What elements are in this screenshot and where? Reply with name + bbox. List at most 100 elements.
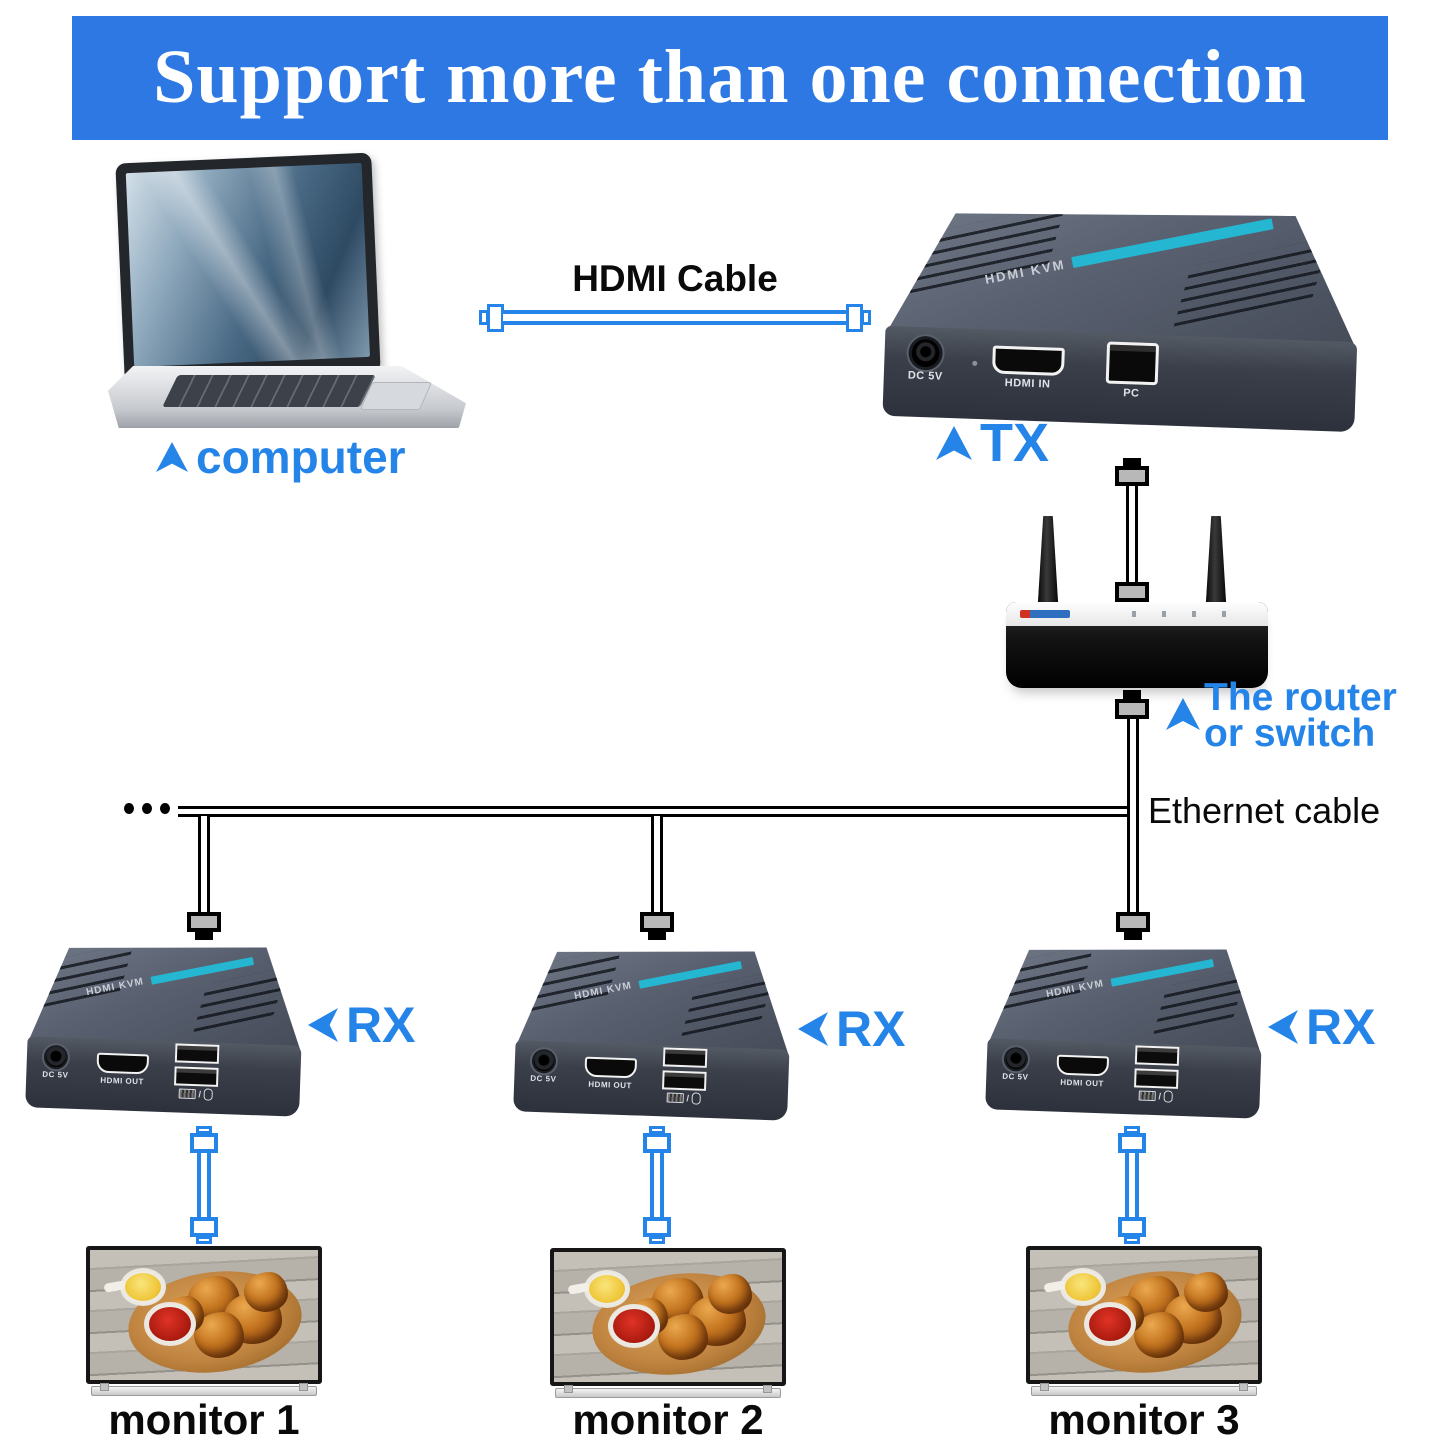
monitor-stand bbox=[90, 1383, 318, 1396]
tx-device: HDMI KVM DC 5V HDMI IN PC bbox=[882, 202, 1361, 433]
rx-label-3: RX bbox=[1268, 998, 1375, 1056]
tx-usb-pc-port: PC bbox=[1105, 341, 1160, 401]
computer-laptop bbox=[108, 152, 470, 432]
hdmi-plug bbox=[1118, 1217, 1146, 1237]
rx-device-top: HDMI KVM bbox=[27, 939, 304, 1053]
monitor-1 bbox=[86, 1246, 322, 1396]
monitor-screen bbox=[86, 1246, 322, 1384]
monitor-2-label: monitor 2 bbox=[572, 1396, 764, 1443]
left-arrow-icon bbox=[308, 1008, 338, 1042]
up-arrow-icon bbox=[156, 442, 188, 472]
tx-power-label: DC 5V bbox=[907, 369, 943, 383]
usb-dual-port-icon bbox=[661, 1047, 708, 1092]
router-label: The router or switch bbox=[1204, 676, 1397, 753]
rx-hdmi-label: HDMI OUT bbox=[588, 1080, 633, 1091]
led-indicator bbox=[972, 360, 978, 367]
hdmi-plug-tab bbox=[196, 1126, 212, 1134]
rx-usb-ports: / bbox=[1133, 1045, 1180, 1104]
router-front-strip bbox=[1006, 602, 1268, 626]
hdmi-plug bbox=[643, 1133, 671, 1153]
usb-port-icon bbox=[1105, 341, 1160, 386]
router-body bbox=[1006, 602, 1268, 688]
router-label-line1: The router bbox=[1204, 676, 1397, 719]
hdmi-plug-tab bbox=[196, 1236, 212, 1244]
rj45-tab bbox=[1123, 690, 1141, 699]
vent-slits-icon bbox=[1000, 945, 1095, 1012]
hdmi-plug-tab-right bbox=[861, 310, 871, 325]
usb-dual-port-icon bbox=[173, 1043, 220, 1088]
tx-label-text: TX bbox=[980, 413, 1050, 473]
router-logo bbox=[1020, 610, 1070, 618]
hdmi-port-icon bbox=[1056, 1055, 1110, 1077]
hdmi-port-icon bbox=[96, 1053, 150, 1075]
hdmi-plug bbox=[190, 1133, 218, 1153]
up-arrow-icon bbox=[936, 426, 972, 460]
ethernet-line bbox=[651, 816, 663, 912]
sauce-cup-red bbox=[608, 1304, 660, 1348]
rx-device-top: HDMI KVM bbox=[515, 943, 792, 1057]
hdmi-plug bbox=[1118, 1133, 1146, 1153]
rx-usb-ports: / bbox=[173, 1043, 220, 1102]
hdmi-plug-tab bbox=[1124, 1126, 1140, 1134]
dc-jack-icon bbox=[45, 1047, 67, 1069]
dc-jack-icon bbox=[911, 338, 941, 368]
laptop-keyboard bbox=[162, 375, 376, 407]
up-arrow-icon bbox=[1166, 698, 1200, 730]
rx-power-port: DC 5V bbox=[42, 1047, 69, 1080]
sauce-cup-red bbox=[144, 1302, 196, 1346]
monitor-stand bbox=[554, 1385, 782, 1398]
laptop-base bbox=[108, 366, 466, 428]
rj45-plug bbox=[1115, 582, 1149, 602]
vent-slits-icon bbox=[1153, 969, 1248, 1036]
rx-device-1: HDMI KVM DC 5V HDMI OUT / bbox=[25, 939, 305, 1117]
monitor-3 bbox=[1026, 1246, 1262, 1396]
rx-device-3: HDMI KVM DC 5V HDMI OUT / bbox=[985, 941, 1265, 1119]
rx-hdmi-out-port: HDMI OUT bbox=[96, 1053, 150, 1087]
ethernet-label: Ethernet cable bbox=[1148, 790, 1381, 831]
hdmi-port-icon bbox=[584, 1057, 638, 1079]
rx-device-front: DC 5V HDMI OUT / bbox=[25, 1036, 302, 1117]
dc-jack-icon bbox=[1005, 1049, 1027, 1071]
hdmi-port-icon bbox=[991, 345, 1065, 377]
router-indicator-lights bbox=[1132, 611, 1252, 617]
rj45-plug bbox=[1115, 699, 1149, 719]
rx-hdmi-label: HDMI OUT bbox=[1060, 1078, 1105, 1089]
ellipsis-dots bbox=[124, 803, 170, 814]
hdmi-cable-line bbox=[503, 310, 847, 325]
tx-hdmi-label: HDMI IN bbox=[1004, 377, 1051, 391]
rj45-tab bbox=[1124, 931, 1142, 940]
rj45-plug bbox=[640, 912, 674, 932]
rx-hdmi-out-port: HDMI OUT bbox=[584, 1057, 638, 1091]
rx-hdmi-out-port: HDMI OUT bbox=[1056, 1055, 1110, 1089]
rx-label-text: RX bbox=[346, 997, 416, 1053]
hdmi-plug bbox=[643, 1217, 671, 1237]
vent-slits-icon bbox=[681, 971, 776, 1038]
vent-slits-icon bbox=[528, 947, 623, 1014]
vent-slits-icon bbox=[193, 967, 288, 1034]
hdmi-plug-tab bbox=[1124, 1236, 1140, 1244]
rx-device-front: DC 5V HDMI OUT / bbox=[985, 1038, 1262, 1119]
keyboard-mouse-icon: / bbox=[666, 1092, 702, 1106]
rx-usb-ports: / bbox=[661, 1047, 708, 1106]
rj45-tab bbox=[195, 931, 213, 940]
tx-power-port: DC 5V bbox=[907, 338, 944, 383]
rj45-plug bbox=[1115, 466, 1149, 486]
vent-slits-icon bbox=[40, 943, 135, 1010]
hdmi-plug bbox=[190, 1217, 218, 1237]
rx-device-top: HDMI KVM bbox=[987, 941, 1264, 1055]
rx-power-label: DC 5V bbox=[1002, 1072, 1029, 1083]
monitor-1-label: monitor 1 bbox=[108, 1396, 300, 1443]
chicken-piece bbox=[1184, 1272, 1228, 1312]
keyboard-mouse-icon: / bbox=[1138, 1090, 1174, 1104]
rx-label-text: RX bbox=[836, 1001, 906, 1057]
rx-power-port: DC 5V bbox=[1002, 1049, 1029, 1082]
hdmi-cable-line bbox=[650, 1153, 664, 1217]
hdmi-plug-tab bbox=[649, 1126, 665, 1134]
router-antenna-right bbox=[1205, 516, 1227, 614]
usb-dual-port-icon bbox=[1133, 1045, 1180, 1090]
rx-power-port: DC 5V bbox=[530, 1051, 557, 1084]
laptop-display bbox=[125, 162, 370, 368]
keyboard-mouse-icon: / bbox=[178, 1088, 214, 1102]
rj45-plug bbox=[1116, 912, 1150, 932]
banner-title: Support more than one connection bbox=[72, 16, 1388, 140]
